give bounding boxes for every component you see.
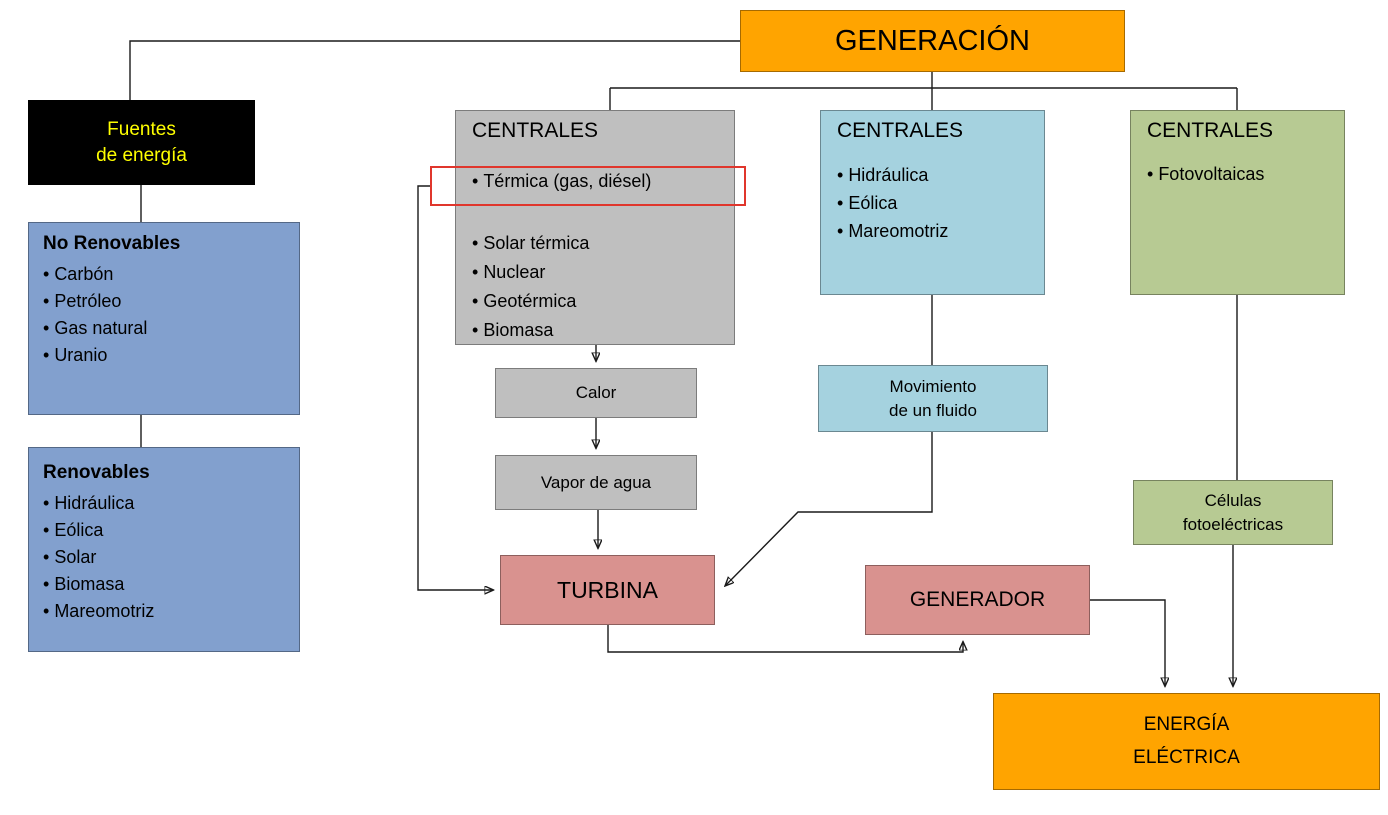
movimiento-fluido-box: Movimiento de un fluido — [818, 365, 1048, 432]
fuentes-energia-box: Fuentes de energía — [28, 100, 255, 185]
fuentes-line2: de energía — [96, 144, 187, 166]
list-item: Hidráulica — [837, 161, 1034, 189]
calor-box: Calor — [495, 368, 697, 418]
list-item: Hidráulica — [43, 490, 289, 517]
list-item: Petróleo — [43, 288, 289, 315]
list-item: Gas natural — [43, 315, 289, 342]
no-renovables-box: No Renovables Carbón Petróleo Gas natura… — [28, 222, 300, 415]
list-item: Fotovoltaicas — [1147, 161, 1334, 188]
celulas-fotoelectricas-box: Células fotoeléctricas — [1133, 480, 1333, 545]
renovables-title: Renovables — [43, 462, 150, 483]
movimiento-line1: Movimiento — [889, 376, 977, 396]
vapor-box: Vapor de agua — [495, 455, 697, 510]
generador-label: GENERADOR — [909, 588, 1046, 611]
list-item: Eólica — [43, 517, 289, 544]
arrow-turbina-generador — [607, 625, 963, 653]
list-item: Biomasa — [43, 571, 289, 598]
line-generacion-branch — [609, 72, 1238, 110]
vapor-label: Vapor de agua — [540, 472, 652, 492]
generador-box: GENERADOR — [865, 565, 1090, 635]
no-renovables-title: No Renovables — [43, 233, 181, 254]
turbina-box: TURBINA — [500, 555, 715, 625]
highlight-rectangle — [430, 166, 746, 206]
list-item-highlighted: Térmica (gas, diésel) — [472, 167, 724, 196]
centrales-fluido-title: CENTRALES — [837, 119, 964, 142]
generacion-label: GENERACIÓN — [835, 24, 1030, 57]
list-item: Solar — [43, 544, 289, 571]
centrales-fluido-box: CENTRALES Hidráulica Eólica Mareomotriz — [820, 110, 1045, 295]
centrales-termicas-title: CENTRALES — [472, 119, 599, 142]
list-item: Geotérmica — [472, 287, 724, 316]
energia-electrica-box: ENERGÍA ELÉCTRICA — [993, 693, 1380, 790]
list-item: Mareomotriz — [837, 217, 1034, 245]
generacion-box: GENERACIÓN — [740, 10, 1125, 72]
centrales-fotovoltaicas-title: CENTRALES — [1147, 119, 1274, 142]
list-item: Carbón — [43, 261, 289, 288]
list-item: Biomasa — [472, 316, 724, 345]
celulas-line1: Células — [1204, 490, 1262, 510]
celulas-line2: fotoeléctricas — [1182, 514, 1284, 534]
centrales-fotovoltaicas-box: CENTRALES Fotovoltaicas — [1130, 110, 1345, 295]
centrales-termicas-box: CENTRALES Térmica (gas, diésel) Solar té… — [455, 110, 735, 345]
list-item: Nuclear — [472, 258, 724, 287]
energia-line2: ELÉCTRICA — [1133, 746, 1240, 768]
list-item: Uranio — [43, 342, 289, 369]
arrow-termica-turbina — [417, 185, 492, 590]
fuentes-line1: Fuentes — [107, 118, 176, 140]
line-generacion-fuentes — [129, 40, 740, 100]
arrow-generador-energia — [1090, 599, 1165, 685]
arrow-movimiento-turbina — [726, 432, 933, 585]
energia-line1: ENERGÍA — [1143, 714, 1230, 736]
list-item: Eólica — [837, 189, 1034, 217]
renovables-box: Renovables Hidráulica Eólica Solar Bioma… — [28, 447, 300, 652]
turbina-label: TURBINA — [557, 576, 658, 603]
list-item: Mareomotriz — [43, 598, 289, 625]
calor-label: Calor — [575, 383, 617, 402]
movimiento-line2: de un fluido — [889, 400, 977, 420]
list-item: Solar térmica — [472, 229, 724, 258]
